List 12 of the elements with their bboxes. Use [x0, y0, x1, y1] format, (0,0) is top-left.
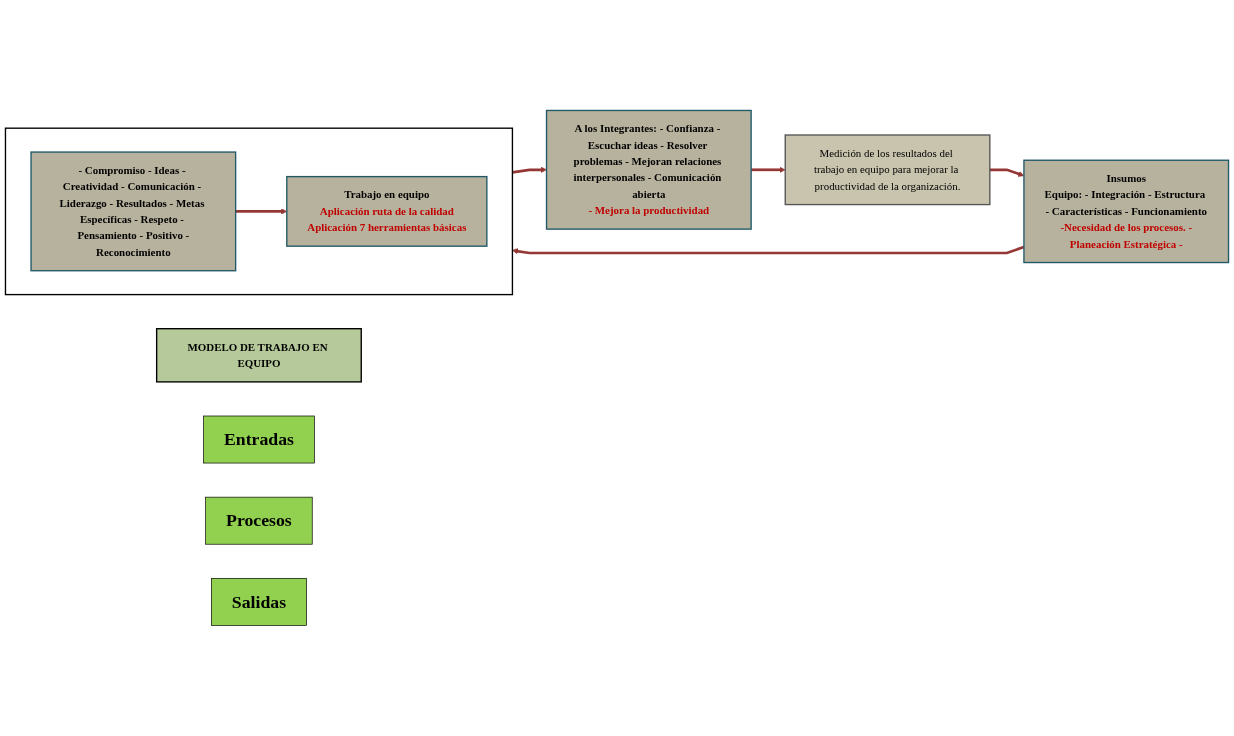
- node-box: Insumos Equipo: - Integración - Estructura - Características - Funcionamiento -Necesidad de los procesos. -Planeación Estratégica -: [1023, 159, 1230, 264]
- node-box: A los Integrantes: - Confianza - Escuchar ideas - Resolver problemas - Mejoran relaciones interpersonales - Comunicación abierta - Mejora la productividad: [545, 109, 752, 230]
- node-box: Salidas: [211, 578, 307, 626]
- node-box: - Compromiso - Ideas - Creatividad - Comunicación - Liderazgo - Resultados - Metas Específicas - Respeto - Pensamiento - Positivo -Reconocimiento: [30, 151, 237, 272]
- node-box: Entradas: [203, 415, 315, 464]
- node-box: Trabajo en equipo Aplicación ruta de la calidad Aplicación 7 herramientas básicas: [286, 176, 488, 247]
- cluster: [4, 127, 514, 296]
- node-box: Medición de los resultados del trabajo en equipo para mejorar la productividad de la organización.: [784, 134, 991, 206]
- node-box: Procesos: [205, 496, 313, 545]
- arrow: [751, 166, 786, 173]
- arrow: [512, 166, 547, 174]
- node-box: MODELO DE TRABAJO EN EQUIPO: [155, 328, 362, 383]
